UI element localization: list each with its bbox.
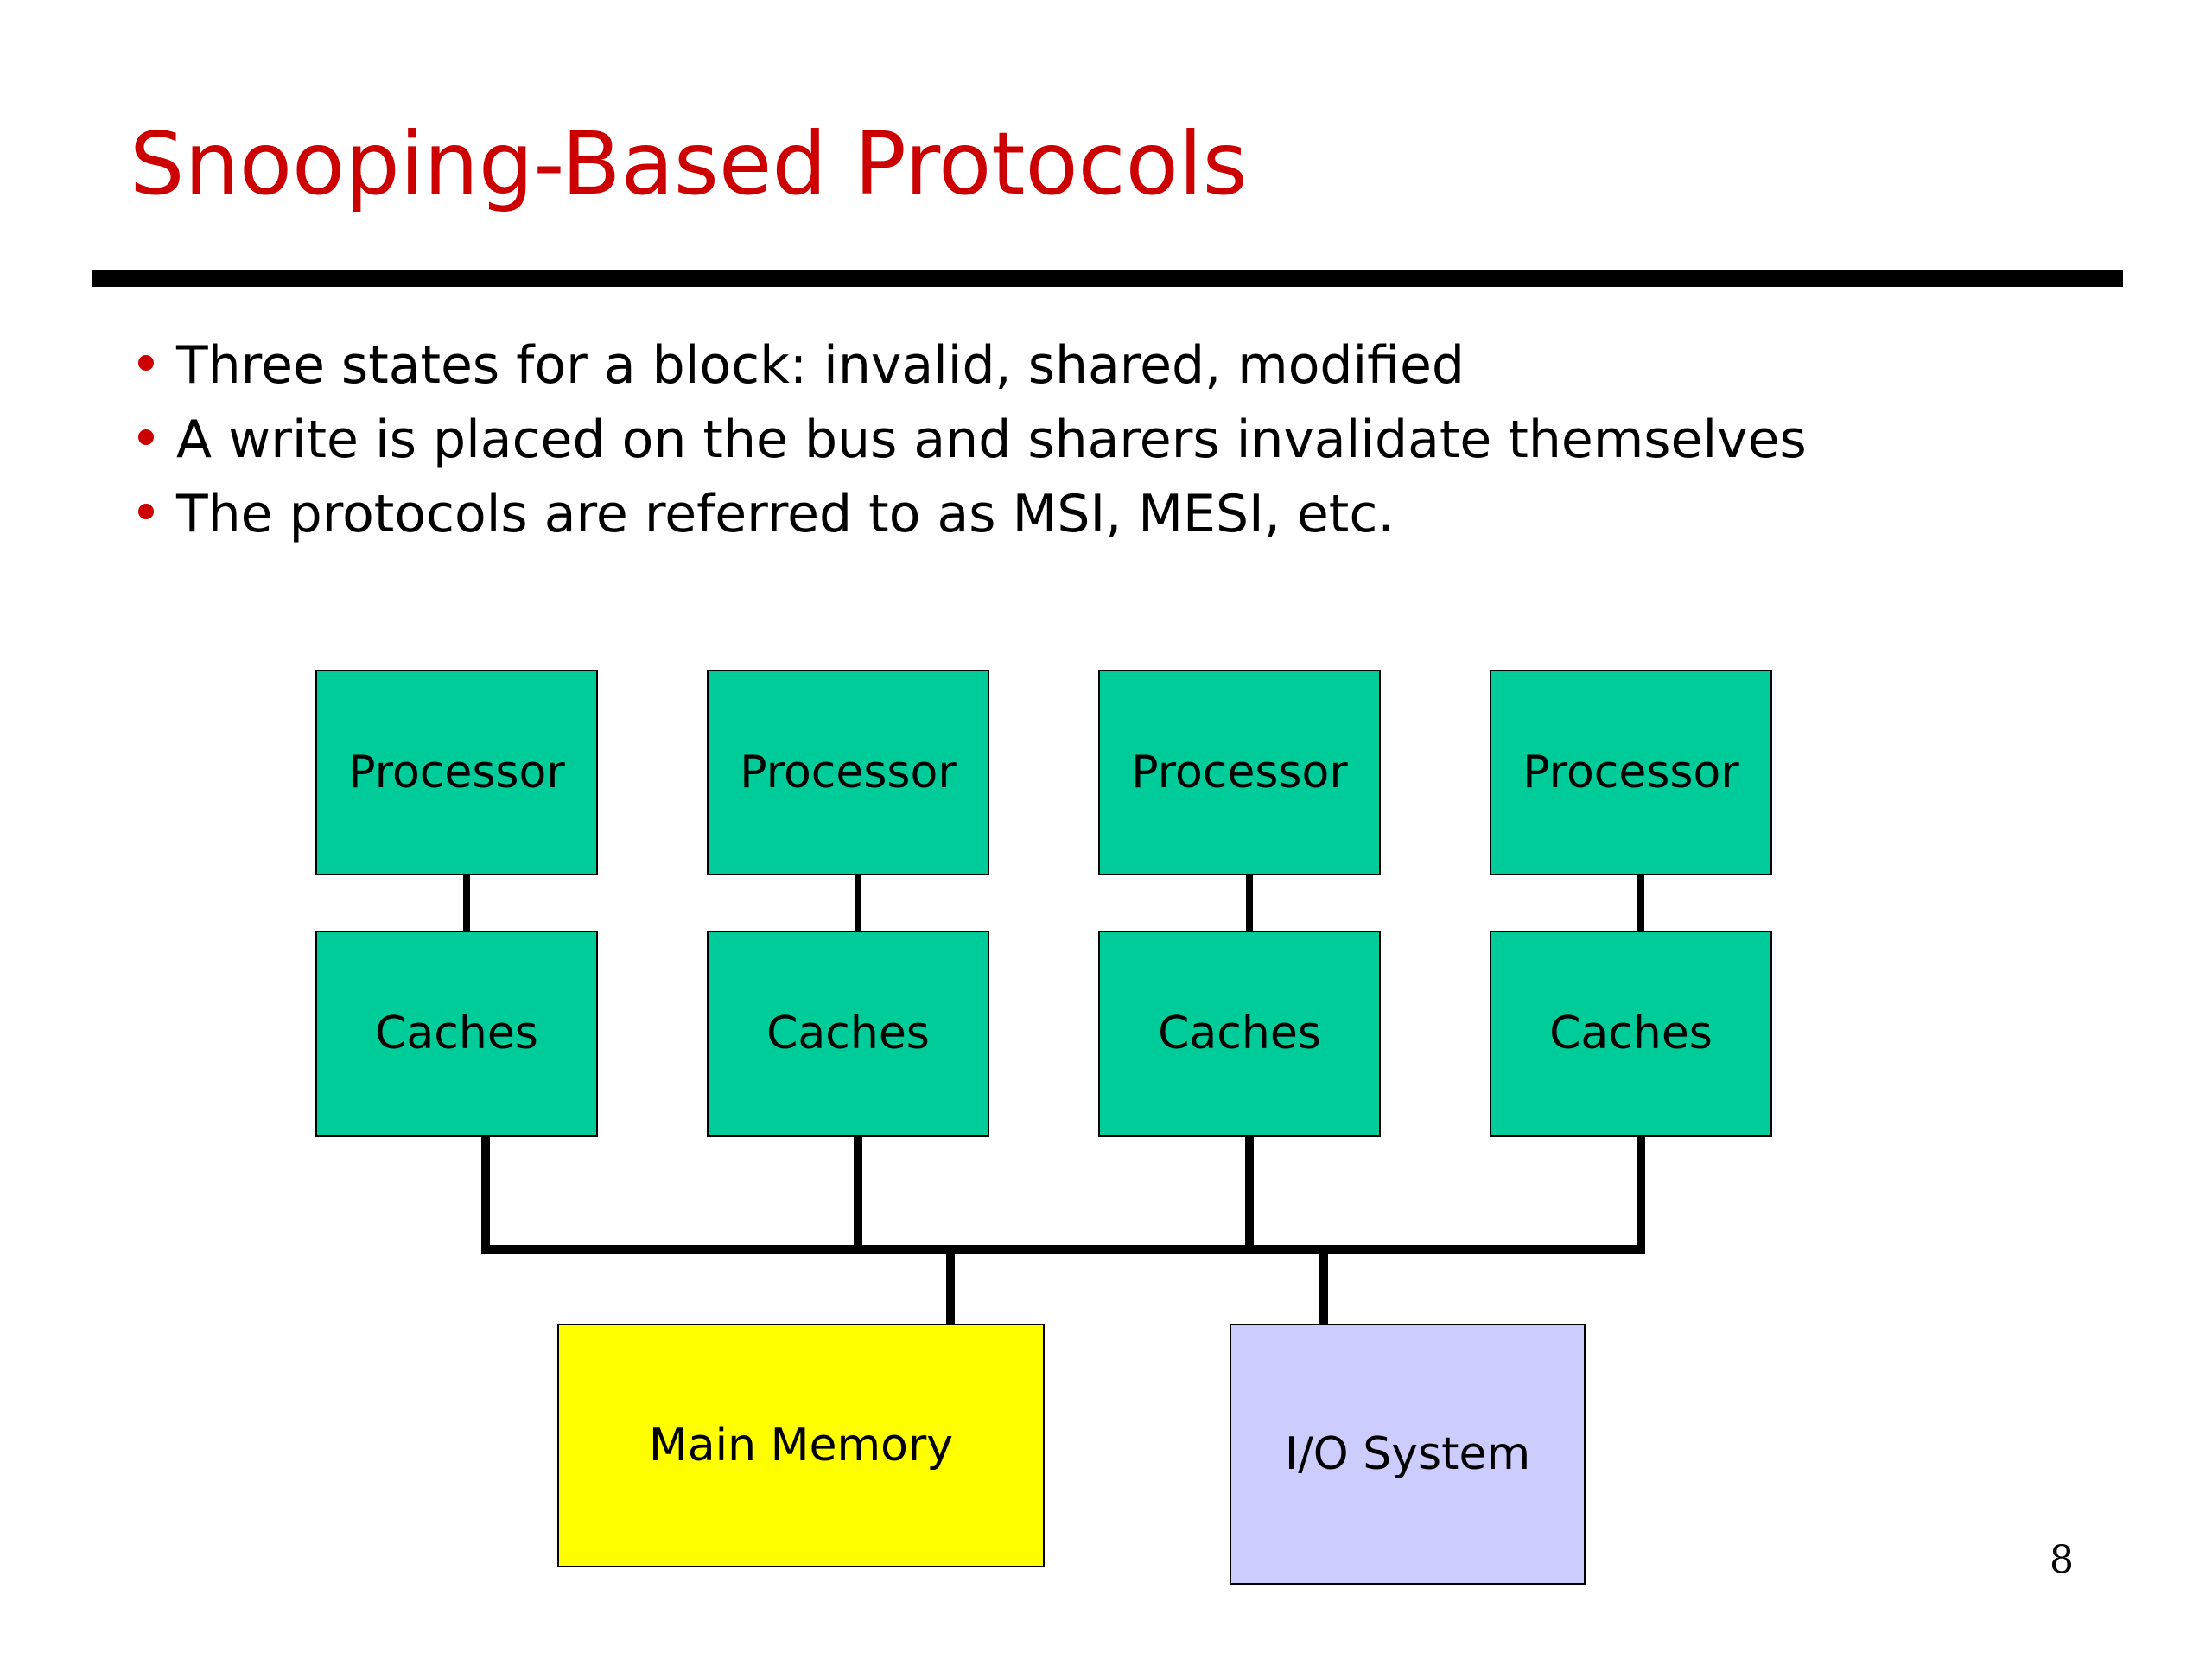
title-divider bbox=[92, 270, 2123, 287]
bullet-item: The protocols are referred to as MSI, ME… bbox=[138, 477, 1807, 551]
processor-node-1: Processor bbox=[315, 670, 598, 875]
cache-node-1: Caches bbox=[315, 931, 598, 1137]
processor-cache-links bbox=[463, 874, 1644, 931]
processor-node-3: Processor bbox=[1098, 670, 1381, 875]
bullet-text: Three states for a block: invalid, share… bbox=[176, 335, 1465, 396]
slide-title: Snooping-Based Protocols bbox=[130, 113, 1248, 214]
io-system-node: I/O System bbox=[1230, 1324, 1586, 1585]
bullet-dot-icon bbox=[138, 355, 154, 372]
bullet-dot-icon bbox=[138, 504, 154, 520]
cache-label: Caches bbox=[375, 1007, 538, 1059]
bus-device-links bbox=[946, 1249, 1328, 1325]
bullet-item: A write is placed on the bus and sharers… bbox=[138, 403, 1807, 477]
io-system-label: I/O System bbox=[1285, 1428, 1530, 1480]
cache-label: Caches bbox=[766, 1007, 930, 1059]
processor-node-4: Processor bbox=[1490, 670, 1772, 875]
main-memory-label: Main Memory bbox=[649, 1420, 953, 1471]
page-number: 8 bbox=[2050, 1538, 2074, 1582]
cache-bus-links bbox=[481, 1136, 1645, 1249]
cache-label: Caches bbox=[1158, 1007, 1321, 1059]
bullet-text: A write is placed on the bus and sharers… bbox=[176, 410, 1807, 470]
cache-node-3: Caches bbox=[1098, 931, 1381, 1137]
main-memory-node: Main Memory bbox=[557, 1324, 1045, 1567]
processor-label: Processor bbox=[1131, 747, 1348, 798]
bullet-dot-icon bbox=[138, 429, 154, 446]
processor-label: Processor bbox=[1522, 747, 1739, 798]
bullet-list: Three states for a block: invalid, share… bbox=[138, 328, 1807, 551]
cache-node-4: Caches bbox=[1490, 931, 1772, 1137]
processor-label: Processor bbox=[348, 747, 565, 798]
bullet-item: Three states for a block: invalid, share… bbox=[138, 328, 1807, 403]
processor-node-2: Processor bbox=[707, 670, 989, 875]
cache-label: Caches bbox=[1549, 1007, 1713, 1059]
processor-label: Processor bbox=[740, 747, 957, 798]
cache-node-2: Caches bbox=[707, 931, 989, 1137]
bullet-text: The protocols are referred to as MSI, ME… bbox=[176, 484, 1395, 544]
